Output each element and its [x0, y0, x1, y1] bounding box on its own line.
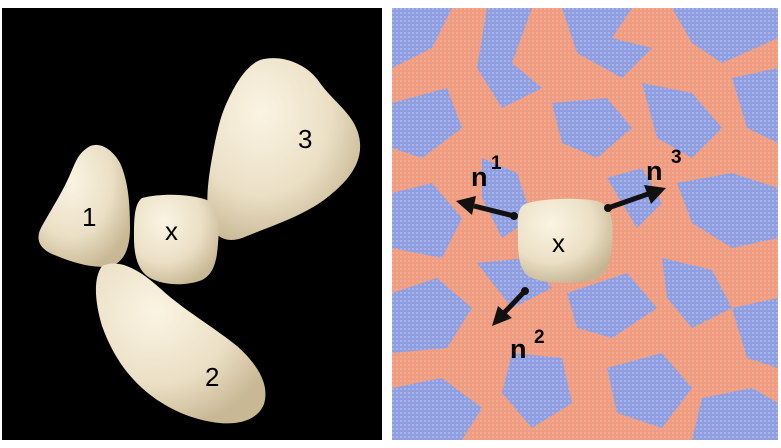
- section-label-x: x: [552, 228, 565, 258]
- normal-vector-2: [492, 287, 529, 326]
- grains-3d-canvas: [38, 58, 361, 424]
- vector-index-3: 3: [671, 147, 682, 168]
- vector-index-2: 2: [534, 327, 545, 348]
- grain-x-section: [517, 198, 613, 283]
- grain-label-x: x: [165, 216, 178, 246]
- grains-3d-panel: 1 2 3 x: [2, 8, 382, 440]
- vector-label-n3: n: [646, 156, 663, 186]
- vector-label-n1: n: [471, 162, 488, 192]
- cross-section-canvas: [392, 8, 778, 440]
- normal-vector-3: [604, 185, 666, 212]
- vector-index-1: 1: [491, 153, 502, 174]
- grain-x: [134, 194, 219, 285]
- grain-label-3: 3: [298, 124, 313, 154]
- vector-label-n2: n: [510, 334, 527, 364]
- grain-3: [207, 58, 361, 240]
- grain-2: [95, 263, 266, 424]
- grain-label-2: 2: [205, 362, 220, 392]
- normal-vector-1: [456, 196, 518, 220]
- grain-label-1: 1: [82, 202, 97, 232]
- cross-section-panel: x n 1 n 2 n 3: [392, 8, 778, 440]
- grain-1: [38, 144, 130, 267]
